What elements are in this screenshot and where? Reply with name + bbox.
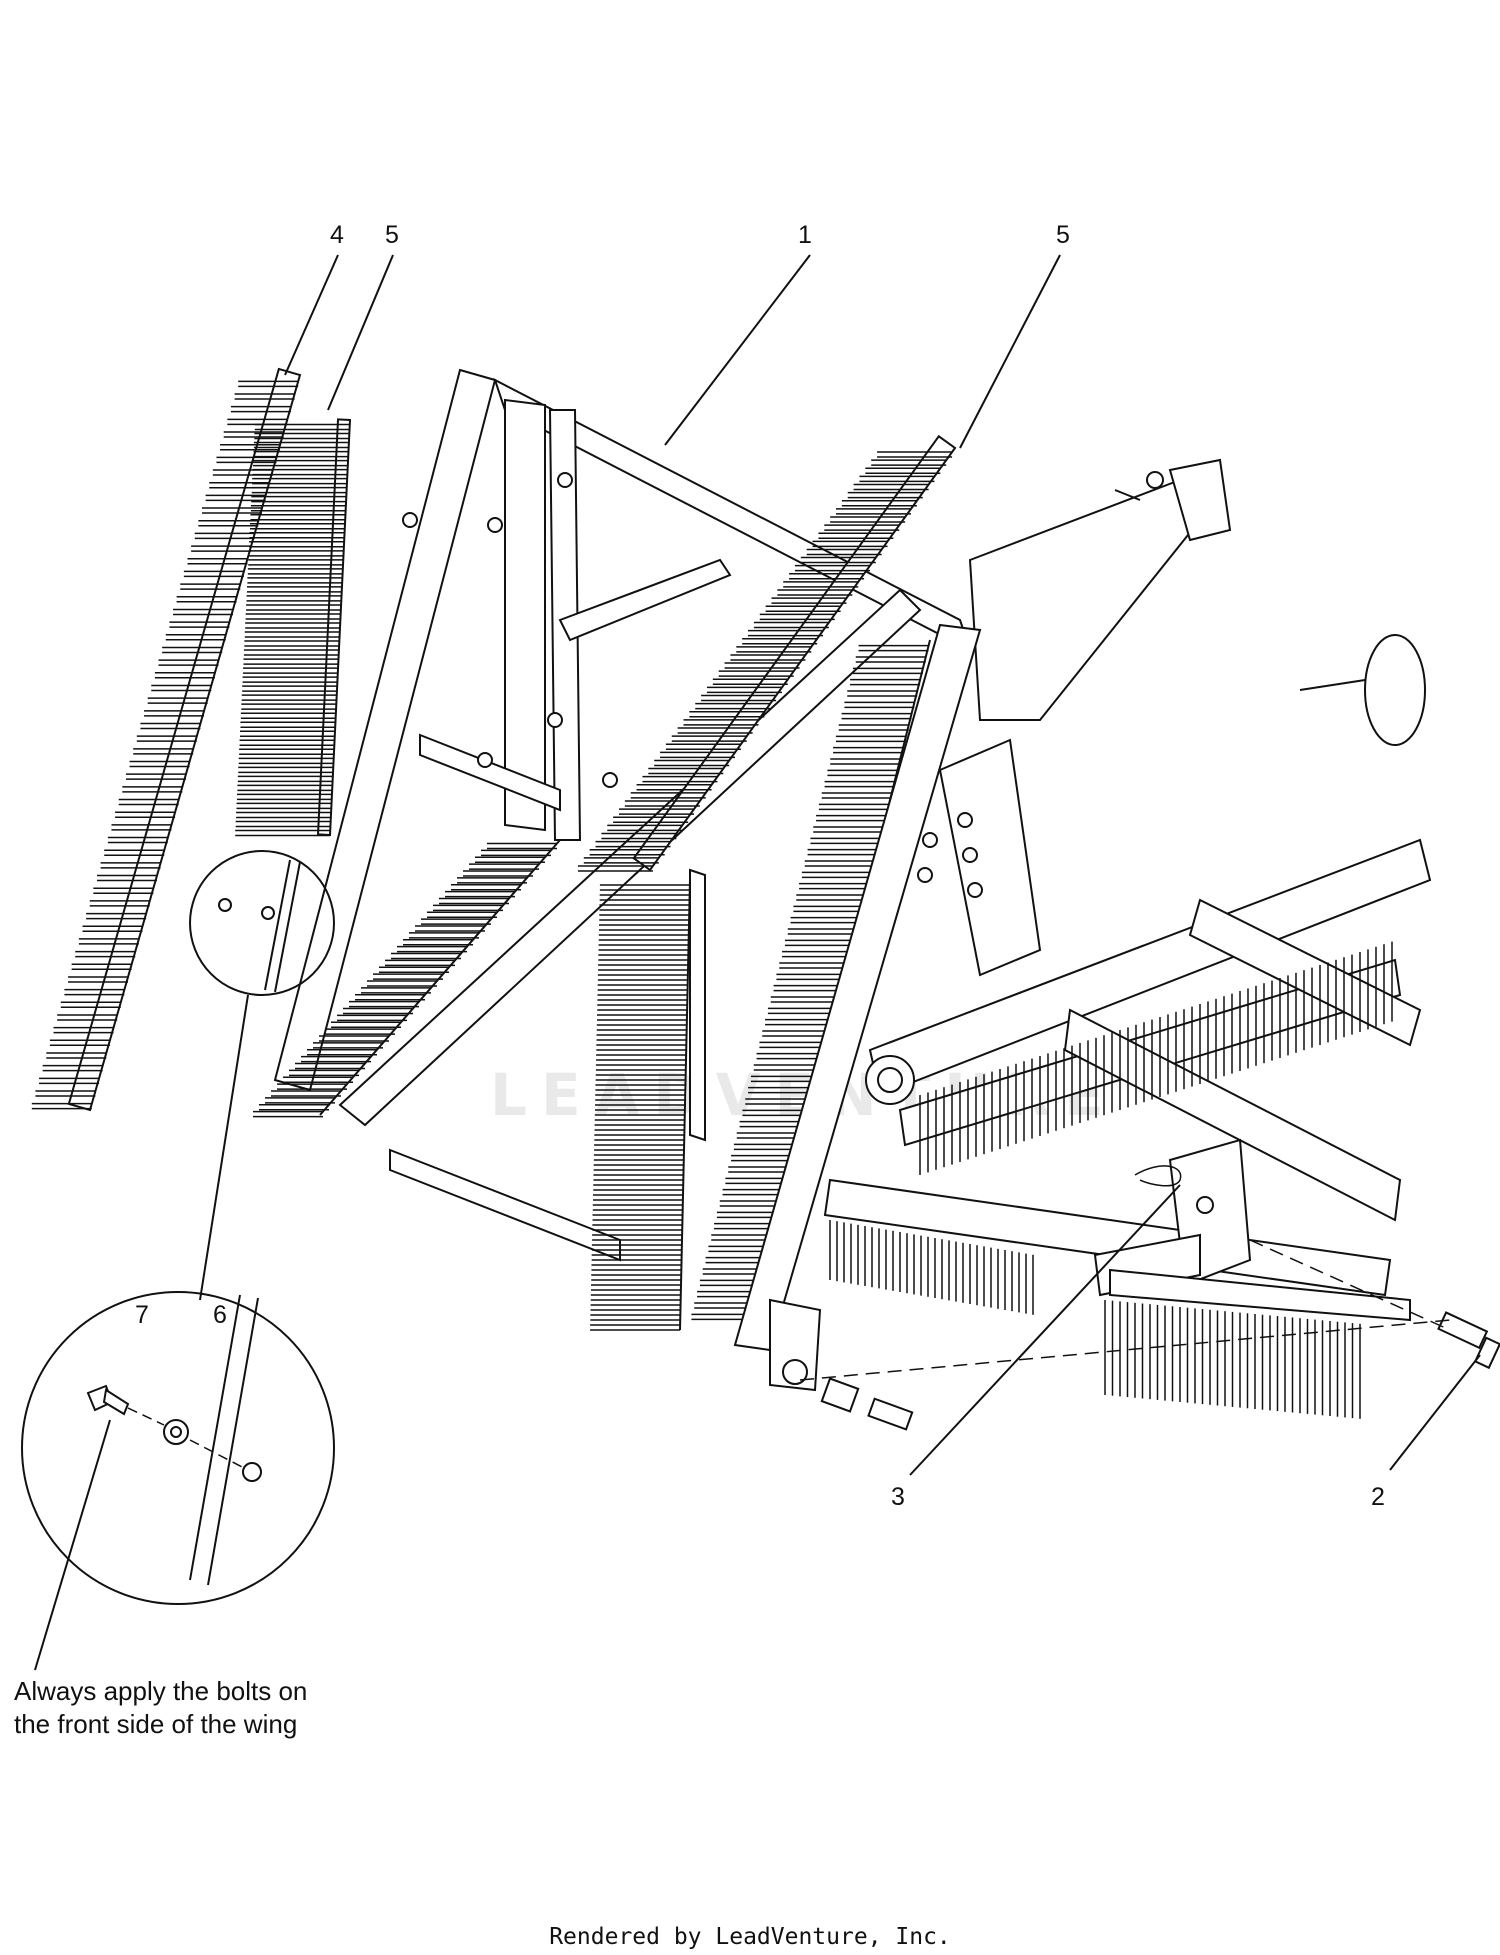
main-rake-frame [823, 458, 1432, 1419]
callout-6: 6 [213, 1301, 227, 1329]
hitch-pin [820, 1311, 1500, 1431]
frame-tines-center [590, 879, 691, 1331]
note-line-2: the front side of the wing [14, 1709, 297, 1739]
detail-circle-large [21, 1291, 335, 1605]
wing-rake-blade-left-inner [235, 418, 352, 837]
callout-3: 3 [891, 1483, 905, 1511]
detail-leader [199, 994, 249, 1301]
callout-7: 7 [135, 1301, 149, 1329]
callout-leaders [284, 254, 1481, 1476]
footer-credit: Rendered by LeadVenture, Inc. [549, 1924, 951, 1950]
callout-4: 4 [330, 221, 344, 249]
note-line-1: Always apply the bolts on [14, 1676, 307, 1706]
wing-hinge-arm [689, 623, 982, 1392]
rear-tine-block [829, 941, 1393, 1419]
frame-tines-lower [253, 839, 561, 1118]
wing-rake-blade-right [577, 434, 957, 872]
hair-pin [1134, 1165, 1182, 1187]
note-leader [34, 1419, 111, 1671]
callout-1: 1 [798, 221, 812, 249]
detail-circle-small [189, 850, 335, 996]
callout-2: 2 [1371, 1483, 1385, 1511]
callout-5-left: 5 [385, 221, 399, 249]
callout-5-right: 5 [1056, 221, 1070, 249]
wing-rake-blade-left [31, 367, 302, 1112]
